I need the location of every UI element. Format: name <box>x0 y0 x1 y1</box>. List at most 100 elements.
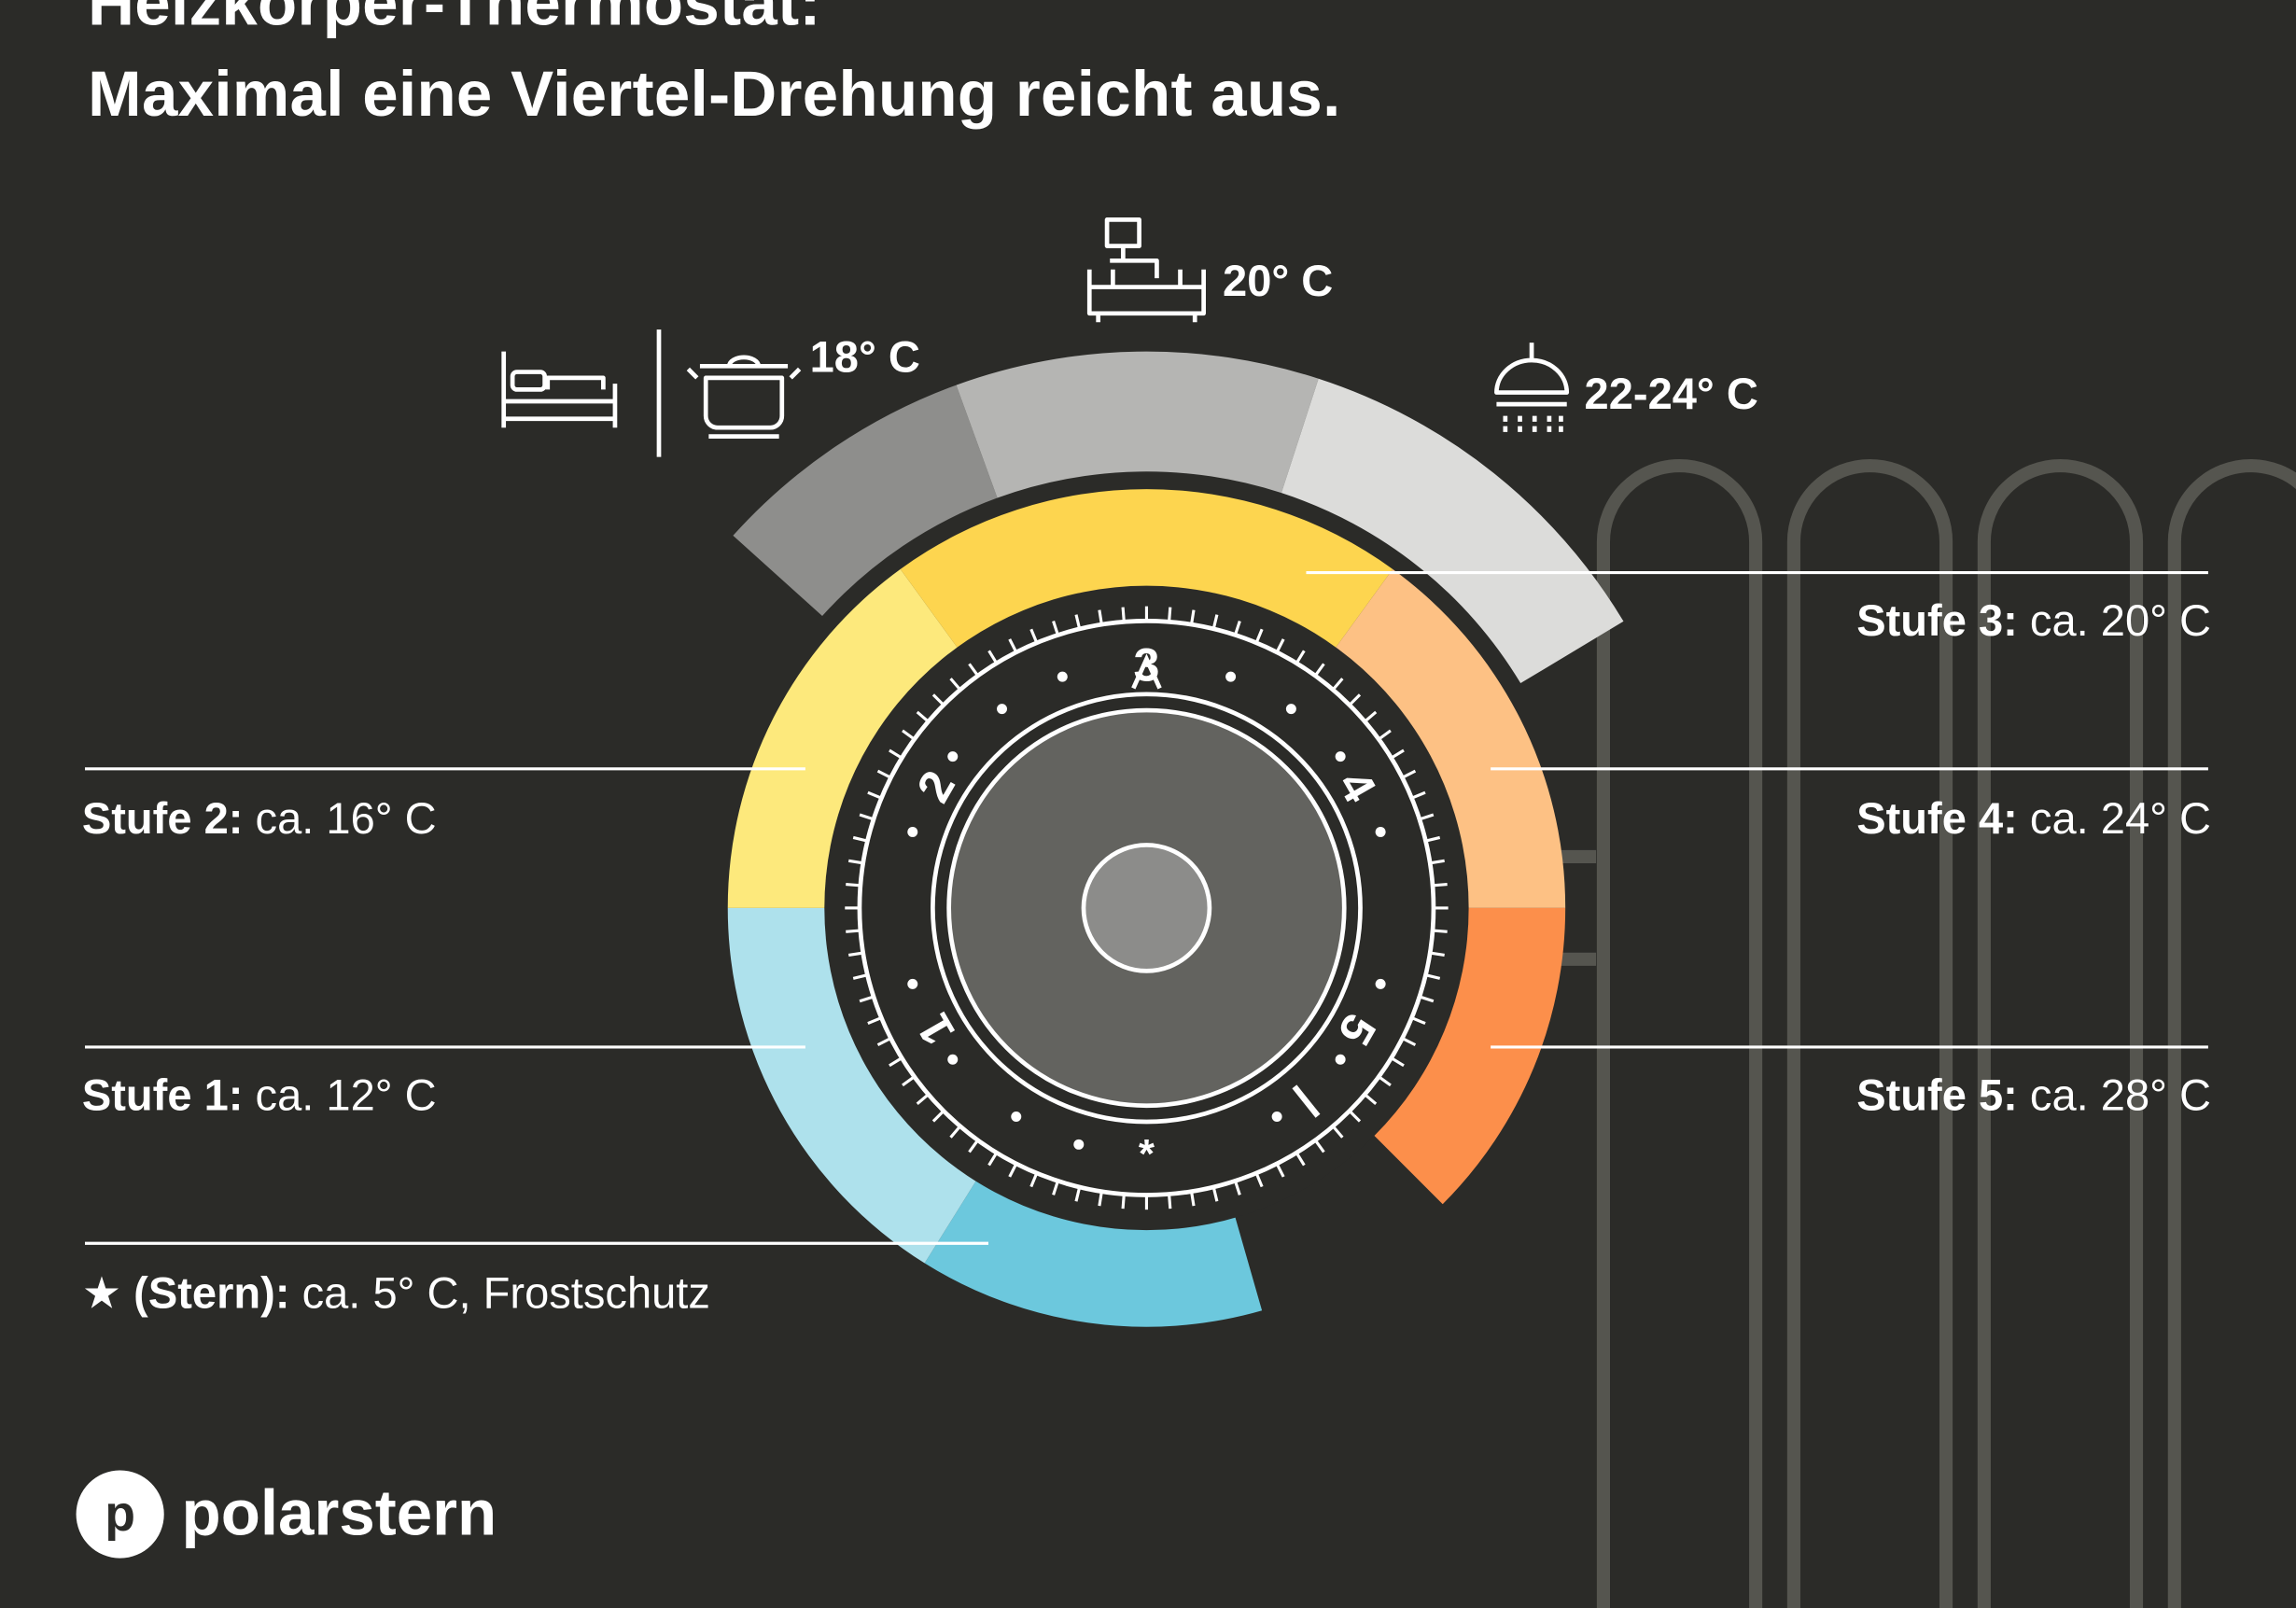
dial-tick <box>876 769 892 779</box>
dial-dot <box>1335 1054 1346 1065</box>
dial-tick <box>1432 929 1448 933</box>
label-stufe-5: Stufe 5: ca. 28° C <box>1856 1072 2211 1122</box>
dial-tick <box>1052 620 1059 636</box>
dial-tick <box>1390 748 1405 760</box>
dial-tick <box>1121 1194 1126 1209</box>
dial-tick <box>1313 663 1325 678</box>
dial-dot <box>1073 1139 1085 1150</box>
dial-tick <box>852 973 868 980</box>
arc-segment-stufe-4 <box>1334 568 1566 908</box>
dial-dot <box>1225 671 1237 682</box>
dial-tick <box>1419 813 1435 821</box>
leader-lines <box>84 570 2208 1245</box>
label-stufe-4-name: Stufe 4: <box>1856 795 2018 844</box>
dial-tick <box>1168 607 1172 622</box>
dial-tick <box>916 1093 930 1106</box>
dial-tick <box>847 951 863 958</box>
dial-tick <box>1429 951 1445 958</box>
dial-tick <box>1052 1180 1059 1196</box>
label-stufe-3: Stufe 3: ca. 20° C <box>1856 597 2211 647</box>
dial-tick <box>1098 609 1103 625</box>
dial-tick <box>1211 614 1219 630</box>
dial-tick <box>1313 1139 1325 1154</box>
dial-tick <box>1295 650 1306 664</box>
dial-tick <box>1425 835 1441 843</box>
dial-tick <box>1432 882 1448 888</box>
dial-tick <box>902 729 916 741</box>
dial-tick <box>1378 1075 1392 1087</box>
dial-dot <box>1375 978 1386 989</box>
dial-tick <box>1074 614 1082 630</box>
label-stufe-3-name: Stufe 3: <box>1856 597 2018 647</box>
room-temp-20: 20° C <box>1223 258 1334 306</box>
dial-dot <box>907 826 918 837</box>
dial-dot <box>1271 1111 1282 1122</box>
dial-tick <box>889 1056 903 1068</box>
dial-dot <box>907 978 918 989</box>
dial-tick <box>1378 729 1392 741</box>
dial-tick <box>1029 1172 1039 1188</box>
dial-dot <box>1285 704 1296 715</box>
dial-tick <box>987 1152 999 1167</box>
title-line-1: Heizkörper-Thermostat: <box>88 0 821 40</box>
dial-tick <box>949 1125 961 1139</box>
room-temp-18: 18° C <box>809 333 920 383</box>
dial-tick <box>1211 1186 1219 1202</box>
dial-dot <box>1335 751 1346 762</box>
dial-ticks <box>845 606 1449 1210</box>
dial-tick <box>1390 1056 1405 1068</box>
room-temperature-arc <box>733 351 1624 684</box>
label-stern-value: ca. 5° C, Frostschutz <box>301 1269 710 1319</box>
dial-tick <box>1254 1172 1264 1188</box>
label-stufe-4-value: ca. 24° C <box>2029 795 2212 844</box>
dial-tick <box>1348 1110 1362 1123</box>
dial-tick <box>859 995 875 1003</box>
arc-segment-stern <box>924 1179 1263 1327</box>
label-stufe-1: Stufe 1: ca. 12° C <box>82 1072 437 1122</box>
dial-tick <box>867 790 882 800</box>
label-stufe-2: Stufe 2: ca. 16° C <box>82 795 437 845</box>
arc-segment-stufe-3 <box>900 489 1393 650</box>
dial-tick <box>847 859 863 865</box>
dial-tick <box>846 882 861 888</box>
dial-tick <box>968 1139 979 1154</box>
dial-dot <box>997 704 1008 715</box>
dial-tick <box>1348 693 1362 706</box>
dial-tick <box>1275 638 1285 653</box>
bed-icon <box>501 351 618 428</box>
dial-tick <box>949 678 961 692</box>
dial-tick <box>1233 620 1241 636</box>
label-stern-name: (Stern): <box>133 1269 290 1319</box>
dial-dot <box>1057 671 1068 682</box>
dial-tick <box>1410 1016 1426 1026</box>
room-arc-18 <box>733 385 998 617</box>
dial-tick <box>1121 607 1126 622</box>
dial-tick <box>867 1016 882 1026</box>
label-stufe-5-name: Stufe 5: <box>1856 1071 2018 1121</box>
polarstern-logo: p polarstern <box>76 1470 497 1559</box>
label-stufe-1-name: Stufe 1: <box>81 1071 244 1121</box>
dial-tick <box>852 835 868 843</box>
star-icon: ★ <box>81 1269 122 1319</box>
arc-segment-stufe-5 <box>1372 907 1566 1205</box>
label-stufe-5-value: ca. 28° C <box>2029 1071 2212 1121</box>
logo-mark: p <box>76 1470 164 1559</box>
label-stufe-2-value: ca. 16° C <box>255 795 437 844</box>
dial-tick <box>1008 638 1018 653</box>
dial-tick <box>1401 769 1417 779</box>
dial-tick <box>1029 628 1039 644</box>
room-temp-22-24: 22-24° C <box>1584 371 1758 419</box>
shower-icon <box>1494 343 1570 437</box>
dial-tick <box>1364 710 1378 723</box>
room-arc-20 <box>956 351 1319 498</box>
label-stern: ★ (Stern): ca. 5° C, Frostschutz <box>82 1268 710 1320</box>
dial-tick <box>1331 1125 1344 1139</box>
dial-tick <box>1410 790 1426 800</box>
dial-tick <box>1419 995 1435 1003</box>
dial-tick <box>1425 973 1441 980</box>
label-stufe-2-name: Stufe 2: <box>81 795 244 844</box>
dial-dot <box>1011 1111 1022 1122</box>
dial-tick <box>987 650 999 664</box>
